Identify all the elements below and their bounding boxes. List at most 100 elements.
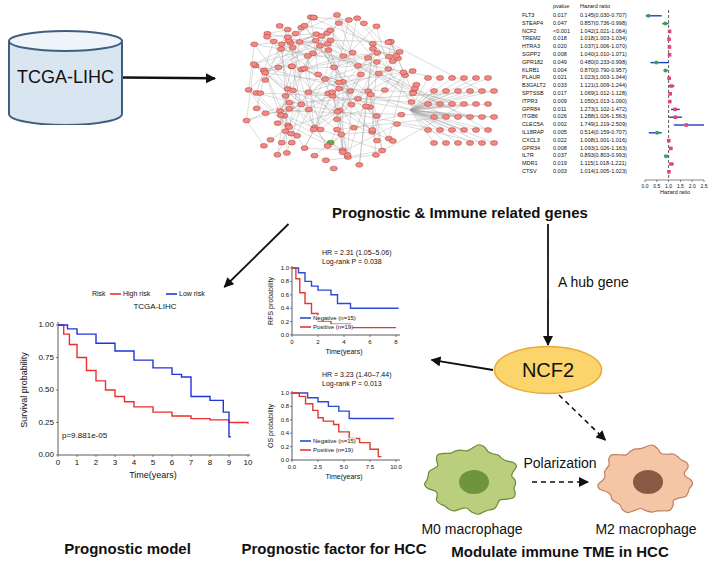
network-node	[305, 107, 312, 112]
network-link	[290, 91, 494, 103]
legend-item: Negative (n=15)	[300, 315, 356, 321]
text-label: 1.0	[281, 265, 289, 271]
text-label: 4	[132, 459, 136, 467]
text-label: HTRA3	[522, 44, 540, 50]
text-label: ITPR3	[522, 99, 538, 105]
network-node	[277, 113, 284, 118]
network-link	[379, 73, 412, 102]
network-node	[251, 42, 258, 47]
survival-curve	[292, 268, 396, 328]
text-label: CTSV	[522, 169, 537, 175]
network-link	[274, 41, 318, 74]
legend-text: High risk	[123, 290, 150, 297]
network-node	[283, 151, 290, 156]
network-link	[305, 26, 334, 68]
network-node	[318, 34, 325, 39]
network-link	[289, 112, 337, 127]
network-node	[424, 76, 431, 81]
network-node	[413, 82, 420, 87]
connector-arrow	[432, 360, 494, 370]
network-node	[333, 117, 340, 122]
text-label: 0.008	[553, 146, 567, 152]
network-node	[460, 128, 467, 133]
network-link	[339, 23, 389, 57]
network-link	[254, 34, 317, 64]
text-label: 0.009	[553, 99, 567, 105]
hr-marker	[673, 108, 677, 112]
text-label: 0.25	[38, 419, 54, 427]
axis-tick	[153, 455, 154, 457]
survival-curve	[58, 325, 231, 437]
network-node	[386, 54, 393, 59]
axis-tick	[290, 294, 292, 295]
hr-marker	[669, 147, 673, 151]
network-link	[305, 26, 344, 82]
network-link	[265, 36, 321, 80]
network-link	[410, 110, 470, 143]
network-link	[410, 110, 476, 130]
network-node	[292, 31, 299, 36]
network-link	[410, 78, 452, 110]
node-text: Prognostic & Immune related genes	[332, 204, 588, 222]
network-link	[314, 134, 341, 155]
network-link	[410, 110, 482, 143]
network-link	[410, 91, 494, 110]
network-node	[369, 127, 376, 132]
ci-bar	[674, 124, 704, 125]
legend-item: High risk	[110, 290, 150, 297]
network-node	[330, 166, 337, 171]
network-node	[288, 64, 295, 69]
model-panel: Prognostic model	[0, 287, 255, 560]
cell-membrane	[424, 445, 516, 515]
node-text: Prognostic model	[64, 540, 191, 558]
network-node	[276, 24, 283, 29]
network-node	[454, 141, 461, 146]
network-node	[274, 152, 281, 157]
text-label: IL18RAP	[522, 130, 544, 136]
network-link	[334, 26, 377, 67]
axis-tick	[248, 455, 249, 457]
text-label: 1.018(1.003-1.034)	[580, 36, 627, 42]
network-node	[264, 34, 271, 39]
connector-arrow	[123, 76, 215, 79]
text-label: pvalue	[553, 4, 569, 10]
text-label: HR = 3.23 (1.40–7.44)	[322, 371, 391, 378]
network-node	[350, 125, 357, 130]
text-label: Risk	[92, 290, 106, 297]
hr-marker	[668, 30, 672, 34]
network-node	[408, 100, 415, 105]
network-link	[410, 78, 464, 110]
text-label: 7.5	[366, 464, 374, 470]
network-link	[410, 78, 476, 110]
axis-tick	[290, 281, 292, 282]
text-label: 0.75	[38, 354, 54, 362]
axis-tick	[290, 433, 292, 434]
text-label: 2.5	[314, 464, 322, 470]
legend-line-sample	[300, 325, 311, 329]
network-node	[324, 41, 331, 46]
network-link	[249, 42, 300, 90]
network-node	[301, 146, 308, 151]
network-node	[354, 96, 361, 101]
network-link	[304, 69, 358, 99]
text-label: 0	[56, 459, 60, 467]
axis-tick	[370, 460, 371, 462]
text-label: 0.005	[553, 130, 567, 136]
survival-curve	[292, 268, 399, 308]
axis-tick	[56, 422, 58, 423]
network-node	[484, 102, 491, 107]
text-label: PLAUR	[522, 75, 540, 81]
network-node	[282, 93, 289, 98]
text-label: Hazard ratio	[660, 190, 690, 196]
legend-line-sample	[110, 292, 121, 296]
network-node	[490, 89, 497, 94]
text-label: 0.037	[553, 153, 567, 159]
text-label: FLT3	[522, 13, 534, 19]
network-link	[321, 130, 383, 151]
network-node	[267, 137, 274, 142]
legend-line-sample	[300, 326, 311, 328]
network-link	[301, 33, 327, 69]
legend-line-sample	[300, 448, 311, 452]
text-label: 0.017	[553, 91, 567, 97]
legend-line-sample	[300, 439, 311, 443]
